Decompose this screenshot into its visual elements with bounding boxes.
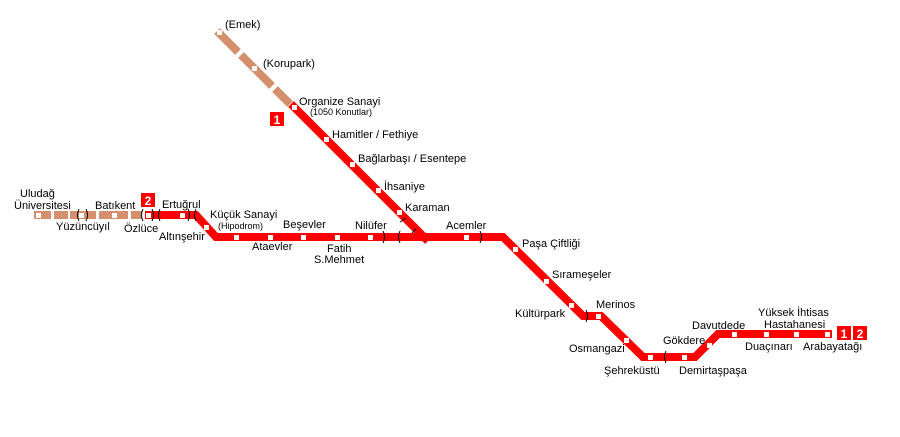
station-label[interactable]: Ertuğrul bbox=[162, 199, 201, 211]
station-label[interactable]: Şehreküstü bbox=[604, 365, 660, 377]
station-marker bbox=[204, 225, 209, 230]
station-marker bbox=[682, 355, 687, 360]
line-2-badge-east: 2 bbox=[853, 326, 867, 341]
station-marker bbox=[397, 210, 402, 215]
station-label[interactable]: Yüzüncüyıl bbox=[56, 221, 110, 233]
station-marker bbox=[376, 188, 381, 193]
station-labels: (Emek) (Korupark) Organize Sanayi (1050 … bbox=[14, 19, 862, 377]
station-marker bbox=[335, 235, 340, 240]
station-label[interactable]: Kültürpark bbox=[515, 308, 566, 320]
station-label[interactable]: Arabayatağı bbox=[803, 341, 862, 353]
station-label[interactable]: (Korupark) bbox=[263, 58, 315, 70]
station-label[interactable]: Davutdede bbox=[692, 320, 745, 332]
station-label[interactable]: (1050 Konutlar) bbox=[310, 107, 372, 117]
svg-text:1: 1 bbox=[274, 113, 281, 127]
station-marker bbox=[180, 213, 185, 218]
station-marker bbox=[596, 314, 601, 319]
station-label[interactable]: Hamitler / Fethiye bbox=[332, 129, 418, 141]
station-marker bbox=[252, 66, 257, 71]
station-marker bbox=[764, 332, 769, 337]
station-label[interactable]: Merinos bbox=[596, 299, 636, 311]
station-label[interactable]: Duaçınarı bbox=[745, 341, 793, 353]
line-1-2-trunk bbox=[145, 211, 832, 361]
station-marker bbox=[368, 235, 373, 240]
station-marker bbox=[268, 235, 273, 240]
station-marker bbox=[569, 303, 574, 308]
station-marker bbox=[732, 332, 737, 337]
line-1-badge-east: 1 bbox=[837, 326, 851, 341]
station-label[interactable]: Demirtaşpaşa bbox=[679, 365, 748, 377]
station-label[interactable]: Osmangazi bbox=[569, 343, 625, 355]
station-marker bbox=[324, 137, 329, 142]
station-marker bbox=[36, 213, 41, 218]
station-marker bbox=[292, 105, 297, 110]
station-label[interactable]: Acemler bbox=[446, 220, 487, 232]
station-marker bbox=[350, 162, 355, 167]
section-brackets bbox=[77, 208, 667, 364]
station-label[interactable]: Sırameşeler bbox=[552, 269, 612, 281]
station-marker bbox=[825, 332, 830, 337]
station-marker bbox=[464, 235, 469, 240]
svg-text:1: 1 bbox=[841, 327, 848, 341]
station-markers bbox=[36, 30, 830, 360]
station-marker bbox=[217, 30, 222, 35]
station-marker bbox=[624, 338, 629, 343]
station-label[interactable]: (Hipodrom) bbox=[218, 221, 263, 231]
station-label[interactable]: Bağlarbaşı / Esentepe bbox=[358, 153, 466, 165]
station-label[interactable]: Hastahanesi bbox=[764, 319, 825, 331]
station-label[interactable]: Gökdere bbox=[663, 335, 705, 347]
station-marker bbox=[544, 279, 549, 284]
station-marker bbox=[79, 213, 84, 218]
station-label[interactable]: Özlüce bbox=[124, 223, 158, 235]
station-label[interactable]: Batıkent bbox=[95, 200, 135, 212]
station-marker bbox=[648, 355, 653, 360]
station-marker bbox=[301, 235, 306, 240]
station-marker bbox=[234, 235, 239, 240]
station-marker bbox=[707, 343, 712, 348]
svg-text:2: 2 bbox=[857, 327, 864, 341]
station-label[interactable]: Üniversitesi bbox=[14, 200, 71, 212]
station-label[interactable]: (Emek) bbox=[225, 19, 260, 31]
station-label[interactable]: Karaman bbox=[405, 202, 450, 214]
station-label[interactable]: Fatih bbox=[327, 243, 351, 255]
station-label[interactable]: Organize Sanayi bbox=[299, 96, 380, 108]
station-marker bbox=[112, 213, 117, 218]
station-label[interactable]: Altınşehir bbox=[159, 231, 205, 243]
station-label[interactable]: Beşevler bbox=[283, 219, 326, 231]
station-marker bbox=[794, 332, 799, 337]
station-label[interactable]: S.Mehmet bbox=[314, 254, 364, 266]
station-label[interactable]: Nilüfer bbox=[355, 220, 387, 232]
line-2-badge-west: 2 bbox=[141, 193, 155, 208]
station-label[interactable]: Ataevler bbox=[252, 241, 293, 253]
station-label[interactable]: Yüksek İhtisas bbox=[758, 306, 829, 319]
line-1-badge-north: 1 bbox=[270, 112, 284, 127]
station-marker bbox=[513, 247, 518, 252]
station-label[interactable]: Uludağ bbox=[20, 188, 55, 200]
station-marker bbox=[146, 213, 151, 218]
station-label[interactable]: İhsaniye bbox=[384, 180, 425, 193]
svg-text:2: 2 bbox=[145, 194, 152, 208]
station-label[interactable]: Küçük Sanayi bbox=[210, 209, 277, 221]
station-label[interactable]: Paşa Çiftliği bbox=[522, 238, 580, 250]
